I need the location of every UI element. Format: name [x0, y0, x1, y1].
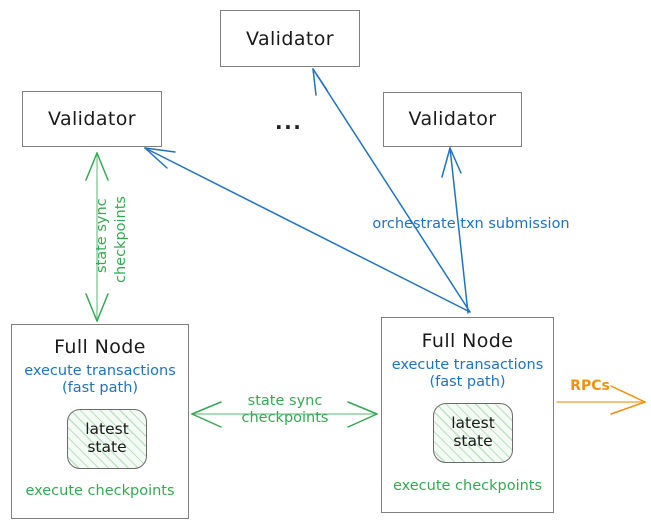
fullnode-right-title: Full Node	[421, 330, 514, 352]
edge-rpcs	[556, 385, 646, 415]
node-fullnode-right[interactable]: Full Node execute transactions (fast pat…	[381, 317, 554, 513]
node-validator-right-label: Validator	[408, 108, 497, 130]
node-validator-left-label: Validator	[48, 108, 136, 130]
edge-label-orchestrate-txn: orchestrate txn submission	[372, 216, 570, 232]
node-validator-right[interactable]: Validator	[383, 92, 522, 147]
edge-label-state-sync-vertical-line1: state sync	[94, 198, 110, 273]
fullnode-right-execute-transactions: execute transactions (fast path)	[391, 357, 544, 391]
ellipsis-more-validators: ...	[275, 110, 303, 134]
edge-label-state-sync-vertical-line2: checkpoints	[113, 196, 129, 283]
fullnode-left-title: Full Node	[54, 336, 146, 358]
fullnode-left-execute-checkpoints: execute checkpoints	[25, 483, 175, 499]
fullnode-left-latest-state-label: latest state	[85, 420, 129, 456]
fullnode-left-execute-transactions: execute transactions (fast path)	[24, 363, 176, 397]
fullnode-left-latest-state[interactable]: latest state	[67, 409, 147, 469]
node-validator-top-label: Validator	[246, 28, 334, 50]
node-validator-left[interactable]: Validator	[22, 91, 162, 147]
fullnode-right-latest-state[interactable]: latest state	[433, 403, 513, 463]
edge-orchestrate-txn	[144, 68, 471, 314]
fullnode-right-execute-checkpoints: execute checkpoints	[392, 478, 543, 494]
edge-label-rpcs: RPCs	[570, 378, 610, 394]
node-validator-top[interactable]: Validator	[220, 10, 360, 67]
edge-label-state-sync-horizontal: state sync checkpoints	[241, 393, 329, 427]
edge-state-sync-horizontal	[191, 401, 378, 428]
node-fullnode-left[interactable]: Full Node execute transactions (fast pat…	[11, 324, 189, 519]
fullnode-right-latest-state-label: latest state	[451, 414, 495, 450]
edge-state-sync-vertical	[85, 152, 109, 322]
